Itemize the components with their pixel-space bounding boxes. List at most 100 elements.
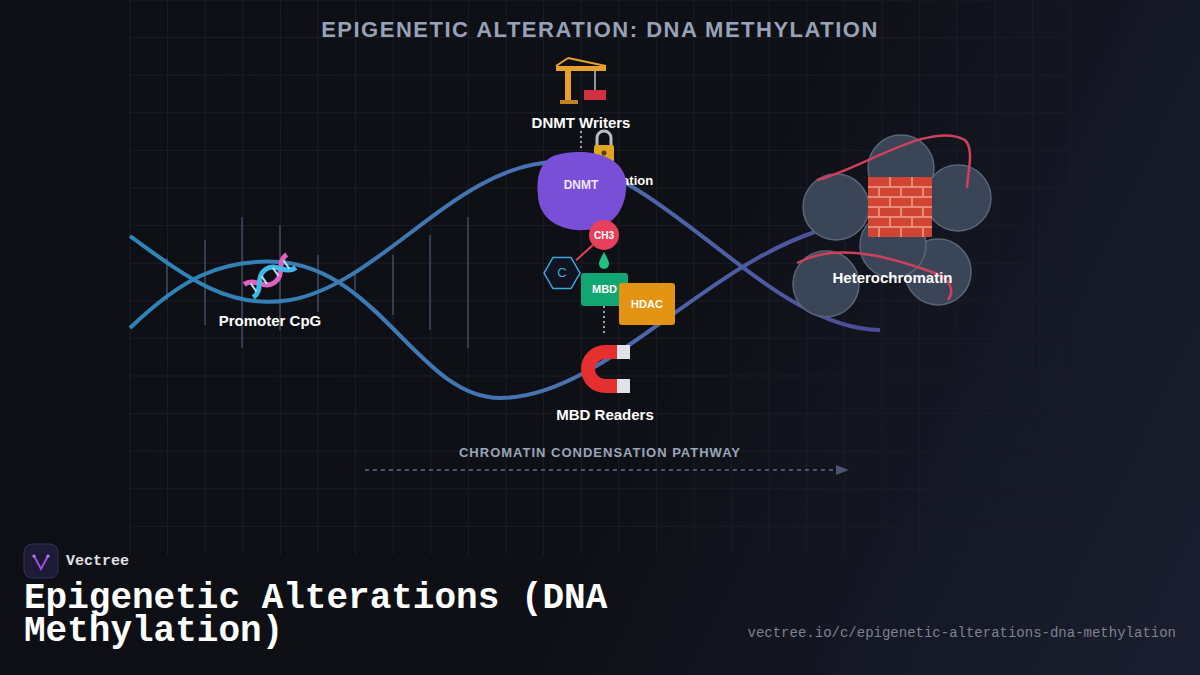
icon-rung — [273, 268, 279, 276]
vectree-logo — [24, 544, 58, 578]
node-label: MBD — [592, 283, 617, 295]
component-label: Promoter CpG — [219, 312, 322, 329]
nucleosome-circle — [925, 165, 991, 231]
source-url: vectree.io/c/epigenetic-alterations-dna-… — [748, 625, 1176, 641]
grid-line — [205, 0, 206, 555]
icon-rung — [261, 276, 267, 284]
icon-rung — [284, 260, 290, 268]
mortar-line — [922, 227, 924, 237]
grid-line — [130, 526, 1070, 527]
grid-line — [543, 0, 544, 555]
hexagon-shape — [544, 257, 580, 288]
logo-dot — [32, 554, 35, 557]
chromatin-cluster: Heterochromatin — [790, 133, 995, 309]
mortar-line — [889, 217, 891, 227]
logo-mark — [34, 556, 48, 569]
lock-keyhole — [602, 151, 607, 156]
magnet-icon — [588, 345, 630, 393]
mortar-line — [922, 207, 924, 217]
grid-line — [1070, 0, 1071, 555]
crane-icon — [556, 58, 606, 104]
connector-line — [576, 245, 593, 260]
mortar-line — [900, 207, 902, 217]
icon-strand — [244, 255, 296, 298]
dna-icon — [244, 255, 296, 298]
grid-line — [506, 0, 507, 555]
logo-dot — [46, 554, 49, 557]
arrow-head — [836, 465, 849, 475]
grid-line — [242, 0, 243, 555]
rung — [317, 255, 319, 312]
icon-rungs — [251, 260, 290, 291]
grid-line — [130, 112, 1070, 113]
grid-line — [1032, 0, 1033, 555]
grid-line — [694, 0, 695, 555]
crane-load — [584, 90, 606, 100]
grid-line — [130, 338, 1070, 339]
methyl-group-circle: CH3 — [589, 220, 619, 250]
mortar-line — [878, 207, 880, 217]
rung — [467, 217, 469, 348]
crane-mast — [565, 66, 571, 102]
node-label: CH3 — [594, 230, 614, 241]
mortar-line — [922, 187, 924, 197]
grid-line — [430, 0, 431, 555]
grid-line — [994, 0, 995, 555]
grid-line — [393, 0, 394, 555]
protein-box: HDAC — [619, 283, 675, 325]
node-label: Heterochromatin — [832, 270, 952, 287]
icon-rung — [251, 283, 257, 291]
node-label: DNMT — [564, 179, 599, 192]
methyl-droplet — [599, 252, 609, 269]
dna-strand — [130, 162, 880, 330]
magnet-tip — [617, 379, 630, 393]
brand-name: Vectree — [66, 553, 129, 570]
crane-jib — [556, 66, 606, 71]
mortar-line — [911, 197, 913, 207]
nucleosome-circle — [803, 174, 869, 240]
grid-line — [130, 0, 131, 555]
grid-line — [318, 0, 319, 555]
brick-icon — [868, 177, 932, 237]
mortar-line — [889, 177, 891, 187]
grid-line — [355, 0, 356, 555]
pathway-arrow — [365, 465, 849, 475]
brick-wall — [868, 177, 932, 237]
grid-line — [130, 0, 1070, 1]
grid-line — [130, 75, 1070, 76]
rung — [392, 255, 394, 315]
logo-box — [24, 544, 58, 578]
component-label: MBD Readers — [556, 406, 654, 423]
magnet-tip — [617, 345, 630, 359]
background-grid — [130, 0, 1070, 555]
grid-line — [769, 0, 770, 555]
mortar-line — [900, 187, 902, 197]
enzyme-blob: DNMT — [536, 150, 626, 230]
page-heading: Epigenetic Alterations (DNA Methylation) — [24, 582, 664, 648]
dna-helix — [130, 162, 880, 398]
rung — [429, 235, 431, 330]
grid-line — [656, 0, 657, 555]
circle-shape — [589, 220, 619, 250]
pathway-label: CHROMATIN CONDENSATION PATHWAY — [459, 445, 741, 460]
crane-cable — [556, 58, 568, 66]
blob-shape — [538, 152, 627, 230]
node-label: C — [557, 266, 566, 280]
grid-line — [731, 0, 732, 555]
grid-line — [167, 0, 168, 555]
mortar-line — [900, 227, 902, 237]
crane-base — [560, 100, 578, 104]
crane-hook-line — [594, 71, 596, 90]
component-label: DNMT Writers — [532, 114, 631, 131]
node-label: HDAC — [631, 298, 663, 310]
diagram-title: EPIGENETIC ALTERATION: DNA METHYLATION — [321, 17, 879, 43]
mortar-line — [878, 187, 880, 197]
mortar-line — [889, 197, 891, 207]
lock-shackle — [597, 131, 611, 146]
leader-line — [580, 131, 582, 150]
grid-line — [130, 488, 1070, 489]
